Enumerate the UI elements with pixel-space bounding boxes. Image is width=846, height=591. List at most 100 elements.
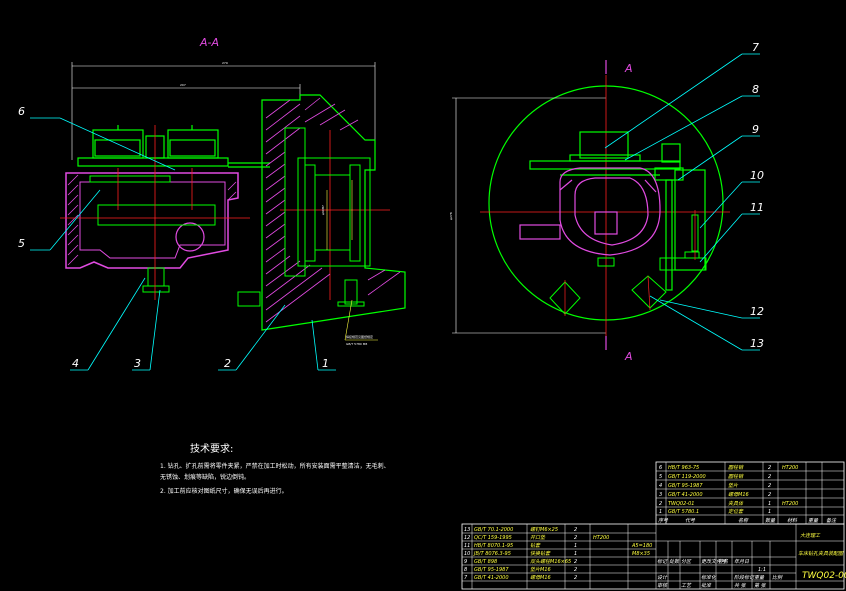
- dim-inner-width: 207: [180, 83, 186, 87]
- bom-l-mat-1: HT200: [593, 535, 609, 541]
- bom-l-code-3: JB/T 8076.3-95: [473, 551, 511, 557]
- tb-label-sign: 签名: [718, 558, 729, 565]
- bom-l-no-6: 7: [464, 575, 468, 581]
- title-block: 大连理工 车床钻孔夹具装配图 TWQ02-00 1:1 标记 处数 分区 更改文…: [657, 532, 846, 589]
- bom-u-no-5: 1: [659, 509, 662, 515]
- title-drawing-no: TWQ02-00: [802, 571, 846, 581]
- weld-note-1: 焊接规范见图纸规定: [346, 334, 373, 339]
- bom-u-h-qty: 数量: [765, 517, 776, 524]
- callout-12: 12: [750, 305, 764, 318]
- bom-l-name-2: 钻套: [530, 542, 541, 549]
- bom-u-no-4: 2: [659, 501, 662, 507]
- leader-lines-left: [30, 117, 336, 371]
- bom-l-qty-5: 2: [574, 567, 577, 573]
- bom-l-qty-0: 2: [574, 527, 577, 533]
- bom-u-code-1: GB/T 119-2000: [668, 474, 706, 480]
- tb-label-approve: 批准: [701, 582, 712, 589]
- bom-l-code-1: QC/T 159-1995: [474, 535, 512, 541]
- callout-1: 1: [322, 357, 329, 370]
- tb-label-review: 审核: [657, 582, 668, 589]
- callout-3: 3: [134, 357, 141, 370]
- leader-lines-right: [604, 53, 760, 351]
- tb-label-count: 处数: [669, 558, 680, 565]
- bom-l-code-4: GB/T 898: [474, 559, 497, 565]
- tb-label-scale: 比例: [772, 574, 783, 581]
- fixture-body: [261, 94, 406, 331]
- bom-u-name-4: 夹具体: [728, 500, 744, 507]
- bom-l-code-2: HB/T 8070.1-95: [474, 543, 513, 549]
- clamp-nuts: [77, 125, 270, 168]
- bom-u-h-code: 代号: [685, 517, 696, 524]
- title-company: 大连理工: [800, 532, 821, 539]
- callout-6: 6: [18, 105, 25, 118]
- section-title: A-A: [199, 36, 219, 49]
- section-mark-bottom: A: [624, 350, 633, 363]
- bom-u-qty-3: 2: [768, 492, 771, 498]
- bom-l-no-3: 10: [464, 551, 470, 557]
- callout-8: 8: [752, 83, 759, 96]
- bom-u-code-5: GB/T 5780.1: [668, 509, 699, 515]
- callout-2: 2: [224, 357, 231, 370]
- dim-height: φ278: [449, 212, 453, 220]
- fixture-hatch: [265, 97, 401, 323]
- tb-label-date: 年月日: [734, 558, 750, 565]
- bom-l-qty-4: 2: [574, 559, 577, 565]
- tb-label-process: 工艺: [681, 582, 692, 589]
- front-view: A A φ278: [449, 41, 764, 363]
- bom-u-no-2: 4: [659, 483, 662, 489]
- bom-u-qty-4: 1: [768, 501, 771, 507]
- tech-requirements: 技术要求: 1. 钻孔、扩孔前需将零件夹紧，严禁在加工时松动，所有安装面需平整清…: [160, 442, 390, 495]
- bom-u-no-3: 3: [659, 492, 662, 498]
- bom-l-no-1: 12: [464, 535, 470, 541]
- tech-requirement-1: 1. 钻孔、扩孔前需将零件夹紧，严禁在加工时松动，所有安装面需平整清洁，无毛刺、: [160, 462, 390, 470]
- bom-u-name-2: 垫片: [728, 482, 739, 489]
- tech-requirement-2: 2. 加工前应核对图纸尺寸，确保无误后再进行。: [160, 487, 288, 495]
- bom-u-h-note: 备注: [826, 517, 837, 524]
- bom-u-mat-0: HT200: [782, 465, 798, 471]
- bom-u-name-3: 螺母M16: [728, 491, 749, 498]
- bom-u-name-0: 圆柱销: [728, 464, 744, 471]
- bom-u-no-0: 6: [659, 465, 662, 471]
- bom-l-name-5: 垫片M16: [530, 566, 551, 573]
- callout-7: 7: [752, 41, 759, 54]
- bom-l-code-6: GB/T 41-2000: [474, 575, 509, 581]
- bom-u-qty-0: 2: [768, 465, 771, 471]
- bom-l-no-5: 8: [464, 567, 467, 573]
- tb-label-mark: 标记: [657, 558, 668, 565]
- bom-u-name-1: 圆柱销: [728, 473, 744, 480]
- tb-label-standard: 标准化: [701, 574, 717, 581]
- bom-l-name-6: 螺母M16: [530, 574, 551, 581]
- section-view-a-a: A-A 279 207: [18, 36, 406, 371]
- bom-l-qty-6: 2: [574, 575, 577, 581]
- bom-u-mat-4: HT200: [782, 501, 798, 507]
- title-drawing-name: 车床钻孔夹具装配图: [798, 550, 844, 557]
- housing-hatch: [67, 174, 237, 266]
- bom-u-code-4: TWQ02-01: [668, 501, 694, 507]
- bom-u-h-no: 序号: [658, 517, 669, 524]
- bom-u-h-name: 名称: [738, 517, 749, 524]
- bom-l-code-5: GB/T 95-1987: [474, 567, 509, 573]
- callout-11: 11: [750, 201, 764, 214]
- title-scale: 1:1: [758, 567, 766, 573]
- bom-l-qty-2: 1: [574, 543, 577, 549]
- bom-l-qty-1: 2: [574, 535, 577, 541]
- bom-u-qty-5: 1: [768, 509, 771, 515]
- bom-lower: 13 GB/T 70.1-2000 螺钉M6×25 2 12 QC/T 159-…: [461, 523, 845, 590]
- callout-9: 9: [752, 123, 759, 136]
- callout-4: 4: [72, 357, 79, 370]
- callout-10: 10: [750, 169, 764, 182]
- bom-u-code-0: HB/T 963-75: [668, 465, 699, 471]
- bom-upper: 6 HB/T 963-75 圆柱销 2 HT200 5 GB/T 119-200…: [655, 461, 845, 525]
- tech-requirements-title: 技术要求:: [190, 442, 233, 455]
- bom-l-code-0: GB/T 70.1-2000: [474, 527, 513, 533]
- bom-l-no-0: 13: [464, 527, 470, 533]
- callout-5: 5: [18, 237, 25, 250]
- bom-u-code-3: GB/T 41-2000: [668, 492, 703, 498]
- bom-u-qty-1: 2: [768, 474, 771, 480]
- bom-l-no-2: 11: [464, 543, 470, 549]
- bom-u-no-1: 5: [659, 474, 662, 480]
- bom-l-qty-3: 1: [574, 551, 577, 557]
- tb-label-total-sheets: 共 张: [734, 582, 747, 589]
- bom-l-name-0: 螺钉M6×25: [530, 526, 558, 533]
